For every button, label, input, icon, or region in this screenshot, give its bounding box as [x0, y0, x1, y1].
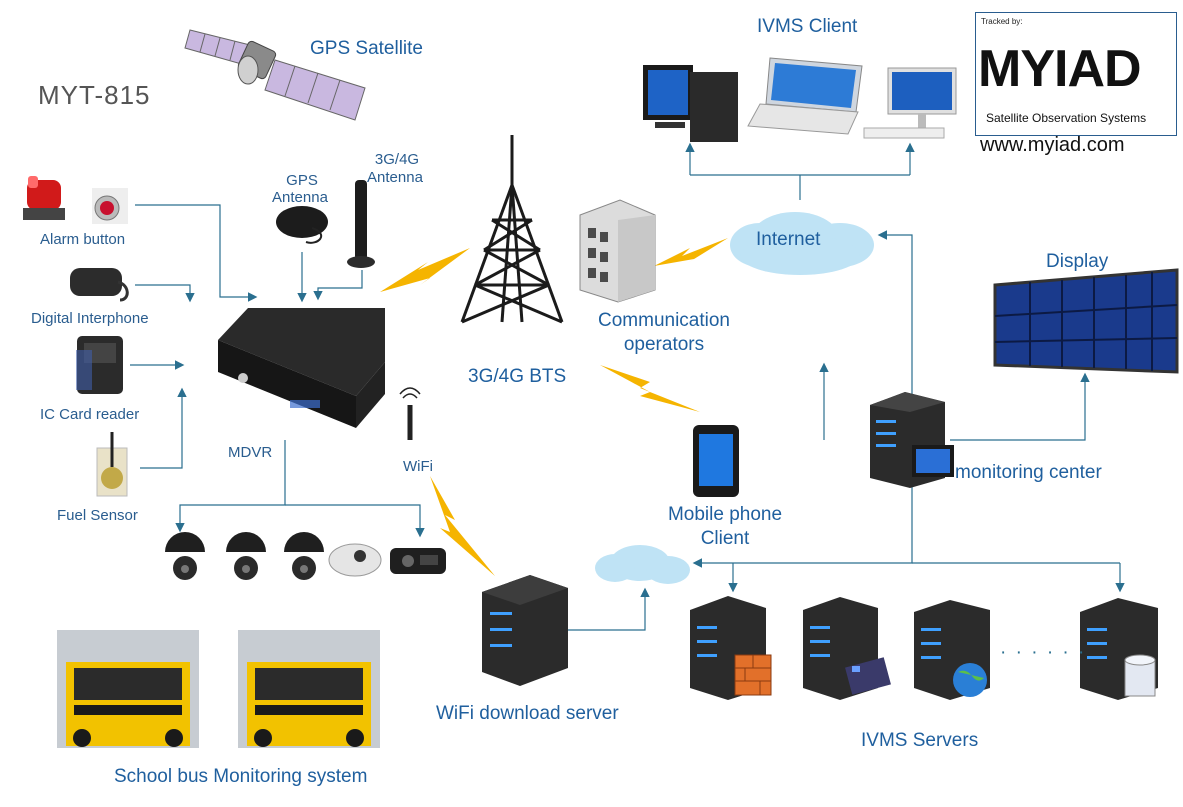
media-server-icon — [803, 597, 891, 700]
comm-operators-label-line2: operators — [623, 334, 705, 355]
alarm-button-label: Alarm button — [40, 231, 126, 248]
ic-card-reader-label: IC Card reader — [40, 406, 140, 423]
fuel-sensor-label: Fuel Sensor — [57, 507, 138, 524]
alarm-light-icon — [23, 176, 65, 220]
desktop-computer-icon — [643, 65, 738, 142]
card-reader-icon — [76, 336, 123, 394]
mobile-client-label-line1: Mobile phone — [667, 504, 783, 525]
video-wall-icon — [993, 268, 1179, 374]
firewall-server-icon — [690, 596, 772, 700]
dome-camera-icon — [165, 532, 205, 580]
building-icon — [579, 199, 656, 303]
ceiling-camera-icon — [328, 543, 382, 577]
dome-camera-icon — [226, 532, 266, 580]
logo-url: www.myiad.com — [980, 134, 1125, 156]
gps-satellite-label: GPS Satellite — [310, 38, 423, 59]
mdvr-device-icon — [218, 308, 385, 428]
cellular-antenna-label-line1: 3G/4G — [374, 151, 420, 168]
lightning-icons — [380, 238, 728, 576]
camera-icons — [165, 532, 446, 580]
wifi-download-server-icon — [482, 575, 568, 686]
cellular-antenna-label-line2: Antenna — [367, 169, 423, 186]
wide-camera-icon — [390, 548, 446, 574]
comm-operators-label-line1: Communication — [598, 310, 730, 331]
monitoring-server-icon — [870, 392, 954, 488]
web-server-icon — [914, 600, 990, 700]
school-bus-image — [238, 630, 380, 748]
school-bus-label: School bus Monitoring system — [114, 766, 368, 787]
mdvr-label: MDVR — [228, 444, 273, 461]
internet-cloud-icon — [730, 212, 874, 275]
myiad-logo: Tracked by: MYIAD Satellite Observation … — [975, 12, 1177, 136]
logo-name: MYIAD — [978, 40, 1142, 98]
database-server-icon — [1080, 598, 1158, 700]
ivms-servers-label: IVMS Servers — [861, 730, 979, 751]
connection-lines — [130, 142, 1125, 631]
wifi-download-server-label: WiFi download server — [436, 703, 619, 724]
model-number: MYT-815 — [38, 80, 151, 110]
fuel-sensor-icon — [96, 432, 128, 497]
digital-interphone-label: Digital Interphone — [31, 310, 149, 327]
lightning-icon — [380, 248, 470, 292]
monitoring-center-label: monitoring center — [955, 462, 1102, 483]
display-label: Display — [1046, 251, 1109, 272]
logo-tracked-by: Tracked by: — [981, 17, 1023, 26]
cell-tower-icon — [460, 135, 564, 324]
alarm-button-icon — [92, 188, 128, 224]
interphone-icon — [70, 268, 129, 302]
school-bus-image — [57, 630, 199, 748]
internet-label: Internet — [756, 229, 821, 250]
wifi-label: WiFi — [403, 458, 433, 475]
lightning-icon — [654, 238, 728, 266]
bts-label: 3G/4G BTS — [468, 366, 567, 387]
gps-satellite-icon — [184, 29, 366, 121]
gps-antenna-label-line1: GPS — [286, 172, 318, 189]
logo-tagline: Satellite Observation Systems — [986, 111, 1147, 125]
all-in-one-computer-icon — [863, 67, 957, 139]
gps-antenna-icon — [276, 206, 328, 244]
mobile-phone-icon — [693, 425, 739, 497]
more-servers-ellipsis: · · · · · · — [1000, 642, 1087, 663]
wifi-antenna-icon — [399, 387, 421, 440]
gps-antenna-label-line2: Antenna — [272, 189, 328, 206]
dome-camera-icon — [284, 532, 324, 580]
laptop-icon — [747, 57, 863, 135]
ivms-client-label: IVMS Client — [757, 16, 858, 37]
cellular-antenna-icon — [347, 180, 375, 268]
cloud-icon — [595, 545, 690, 584]
lightning-icon — [600, 365, 700, 412]
mobile-client-label-line2: Client — [700, 528, 750, 549]
